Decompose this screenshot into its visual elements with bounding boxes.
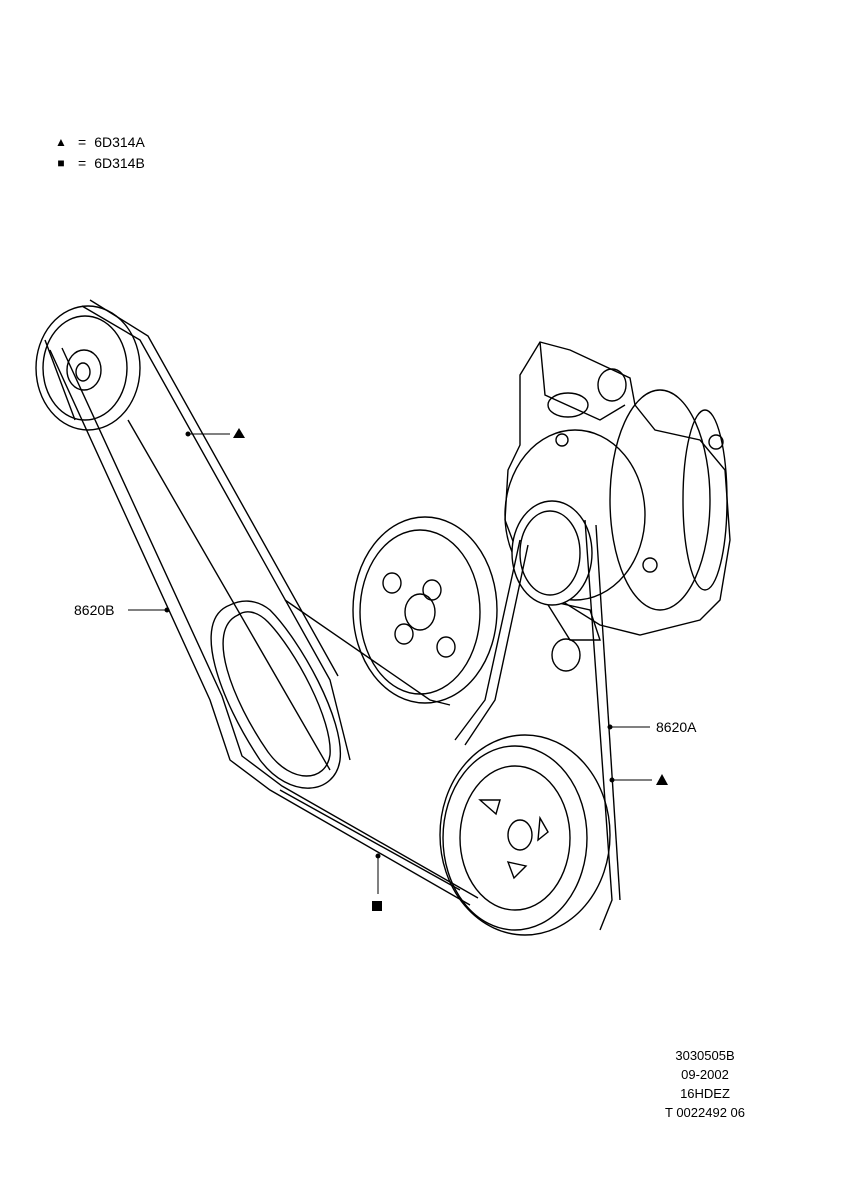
alternator-pulley bbox=[511, 500, 593, 606]
drawing-number: 3030505B bbox=[675, 1048, 735, 1063]
crankshaft-pulley bbox=[439, 734, 611, 936]
legend-row-triangle: ▲ = 6D314A bbox=[54, 132, 145, 153]
legend-equals: = bbox=[78, 134, 87, 150]
legend-equals: = bbox=[78, 155, 87, 171]
square-icon: ■ bbox=[57, 156, 65, 170]
legend-row-square: ■ = 6D314B bbox=[54, 153, 145, 174]
drawing-metadata: 3030505B 09-2002 16HDEZ T 0022492 06 bbox=[650, 1046, 760, 1122]
triangle-icon bbox=[233, 428, 245, 438]
triangle-icon: ▲ bbox=[55, 135, 67, 149]
leader-lines bbox=[128, 431, 652, 894]
legend-code-a: 6D314A bbox=[94, 134, 145, 150]
callout-8620A: 8620A bbox=[656, 719, 697, 735]
belt-8620A bbox=[44, 299, 621, 931]
belt-8620B bbox=[49, 347, 479, 906]
engine-code: 16HDEZ bbox=[680, 1086, 730, 1101]
square-icon bbox=[372, 901, 382, 911]
water-pump-pulley bbox=[352, 516, 498, 704]
triangle-icon bbox=[656, 774, 668, 785]
top-left-pulley bbox=[35, 305, 141, 431]
reference-number: T 0022492 06 bbox=[665, 1105, 745, 1120]
legend: ▲ = 6D314A ■ = 6D314B bbox=[54, 132, 145, 174]
tensioner-belt-loop bbox=[210, 600, 342, 789]
legend-code-b: 6D314B bbox=[94, 155, 145, 171]
callout-8620B: 8620B bbox=[74, 602, 115, 618]
drawing-date: 09-2002 bbox=[681, 1067, 729, 1082]
